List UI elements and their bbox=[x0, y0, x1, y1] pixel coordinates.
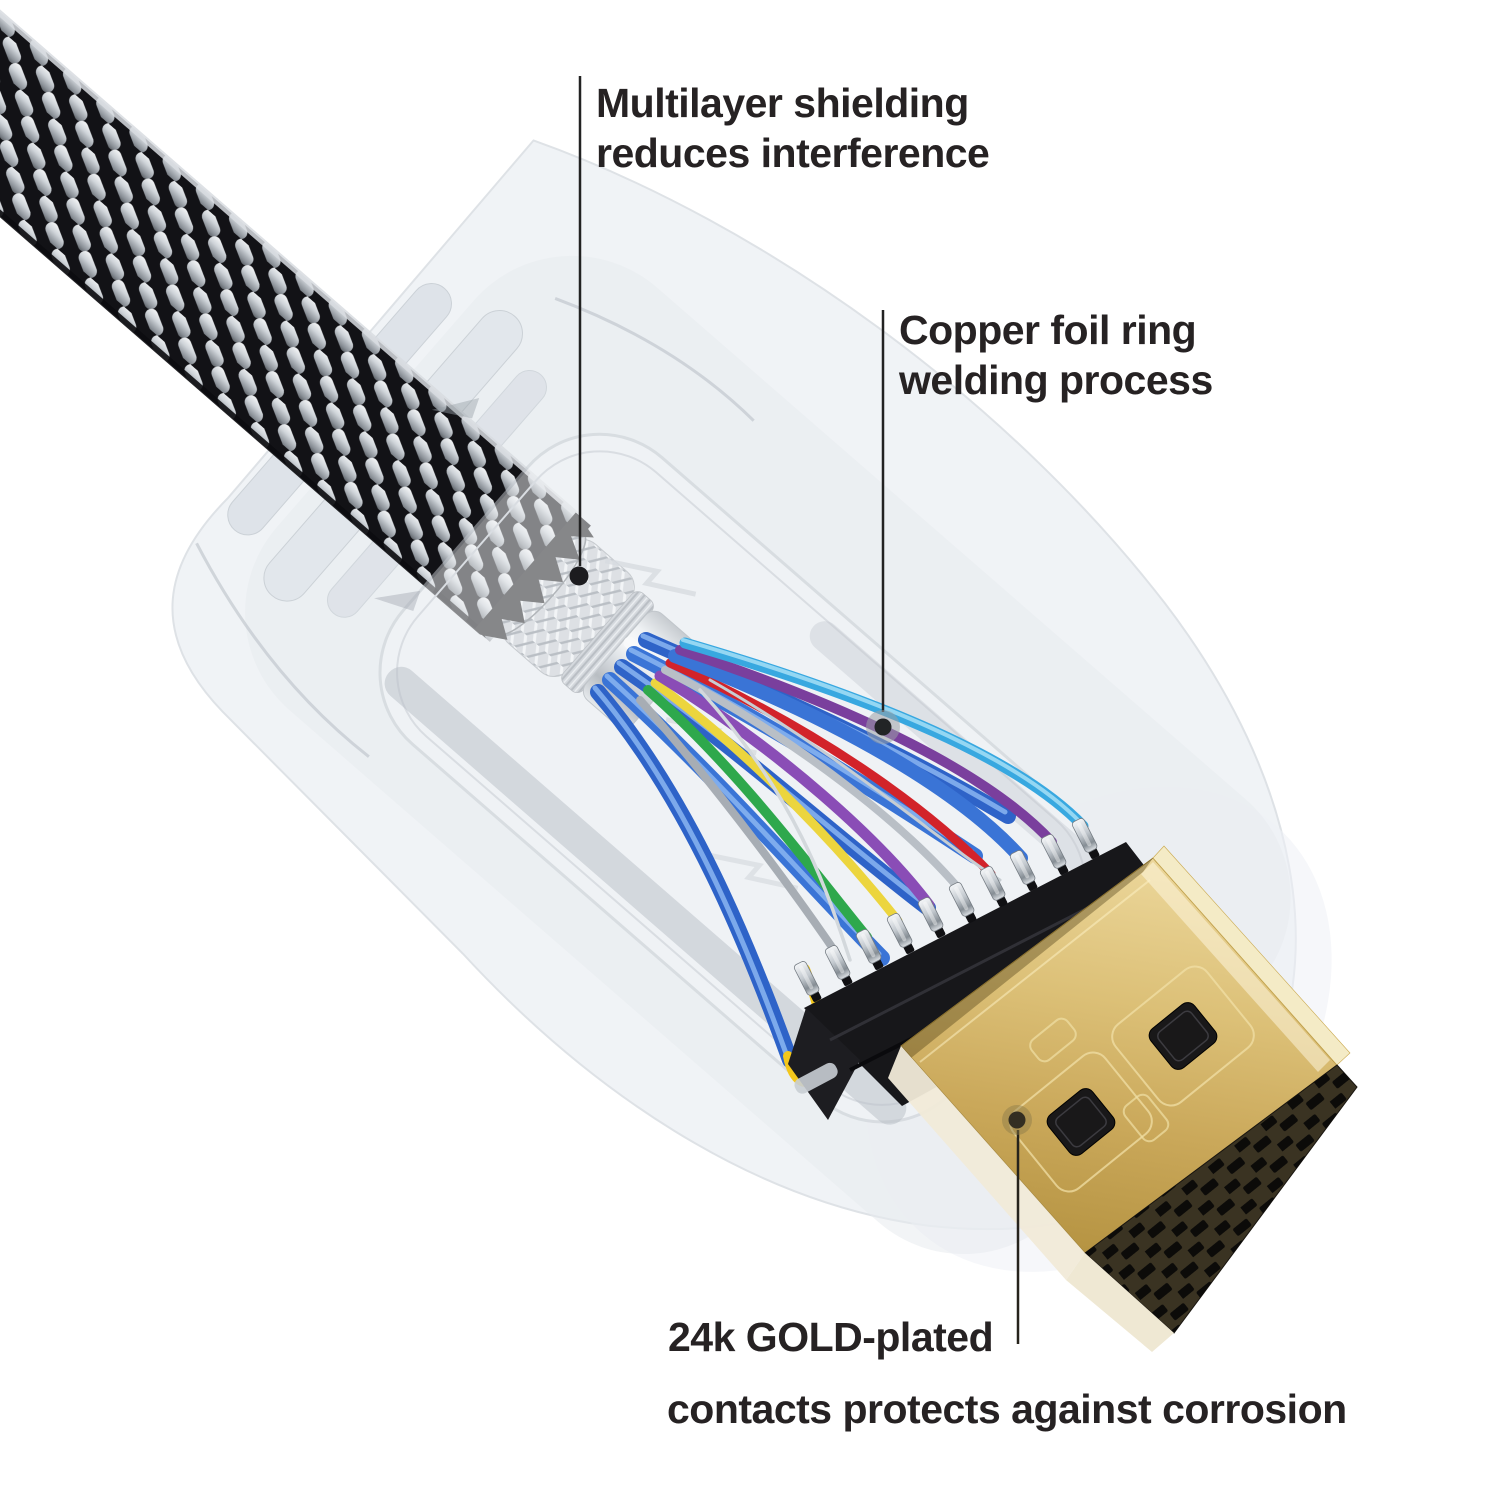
green-wire bbox=[643, 685, 872, 942]
callout-copper-line1: Copper foil ring bbox=[899, 307, 1197, 353]
hdmi-connector bbox=[788, 816, 1358, 1352]
drain-wire bbox=[708, 678, 1002, 882]
underside-shell bbox=[1066, 1253, 1174, 1352]
inner-wires bbox=[590, 632, 1089, 1087]
callout-shielding: Multilayer shielding reduces interferenc… bbox=[596, 78, 990, 178]
callout-dot-shielding bbox=[569, 566, 589, 586]
purple-wire bbox=[675, 645, 1057, 847]
callout-gold-line1: 24k GOLD-plated bbox=[668, 1314, 994, 1360]
callout-dot-gold bbox=[1008, 1111, 1026, 1129]
gray-wire bbox=[661, 666, 964, 894]
bevel-edge bbox=[1152, 845, 1351, 1066]
callout-gold-line2: contacts protects against corrosion bbox=[667, 1386, 1347, 1432]
callout-dot-copper bbox=[874, 718, 892, 736]
connector-hole bbox=[1111, 965, 1255, 1107]
drain-wire bbox=[698, 688, 852, 962]
callout-leaders bbox=[569, 76, 1032, 1344]
gray-wire bbox=[636, 696, 840, 957]
callout-copper-line2: welding process bbox=[899, 357, 1213, 403]
blue-wire bbox=[668, 649, 1028, 865]
braided-jacket bbox=[0, 0, 591, 642]
purple-wire bbox=[654, 670, 935, 911]
callout-shielding-line2: reduces interference bbox=[596, 130, 990, 176]
yellow-wire bbox=[650, 678, 903, 926]
callout-copper-ring: Copper foil ring welding process bbox=[899, 305, 1213, 405]
connector-hole bbox=[1009, 1051, 1153, 1193]
callout-shielding-line1: Multilayer shielding bbox=[596, 80, 969, 126]
